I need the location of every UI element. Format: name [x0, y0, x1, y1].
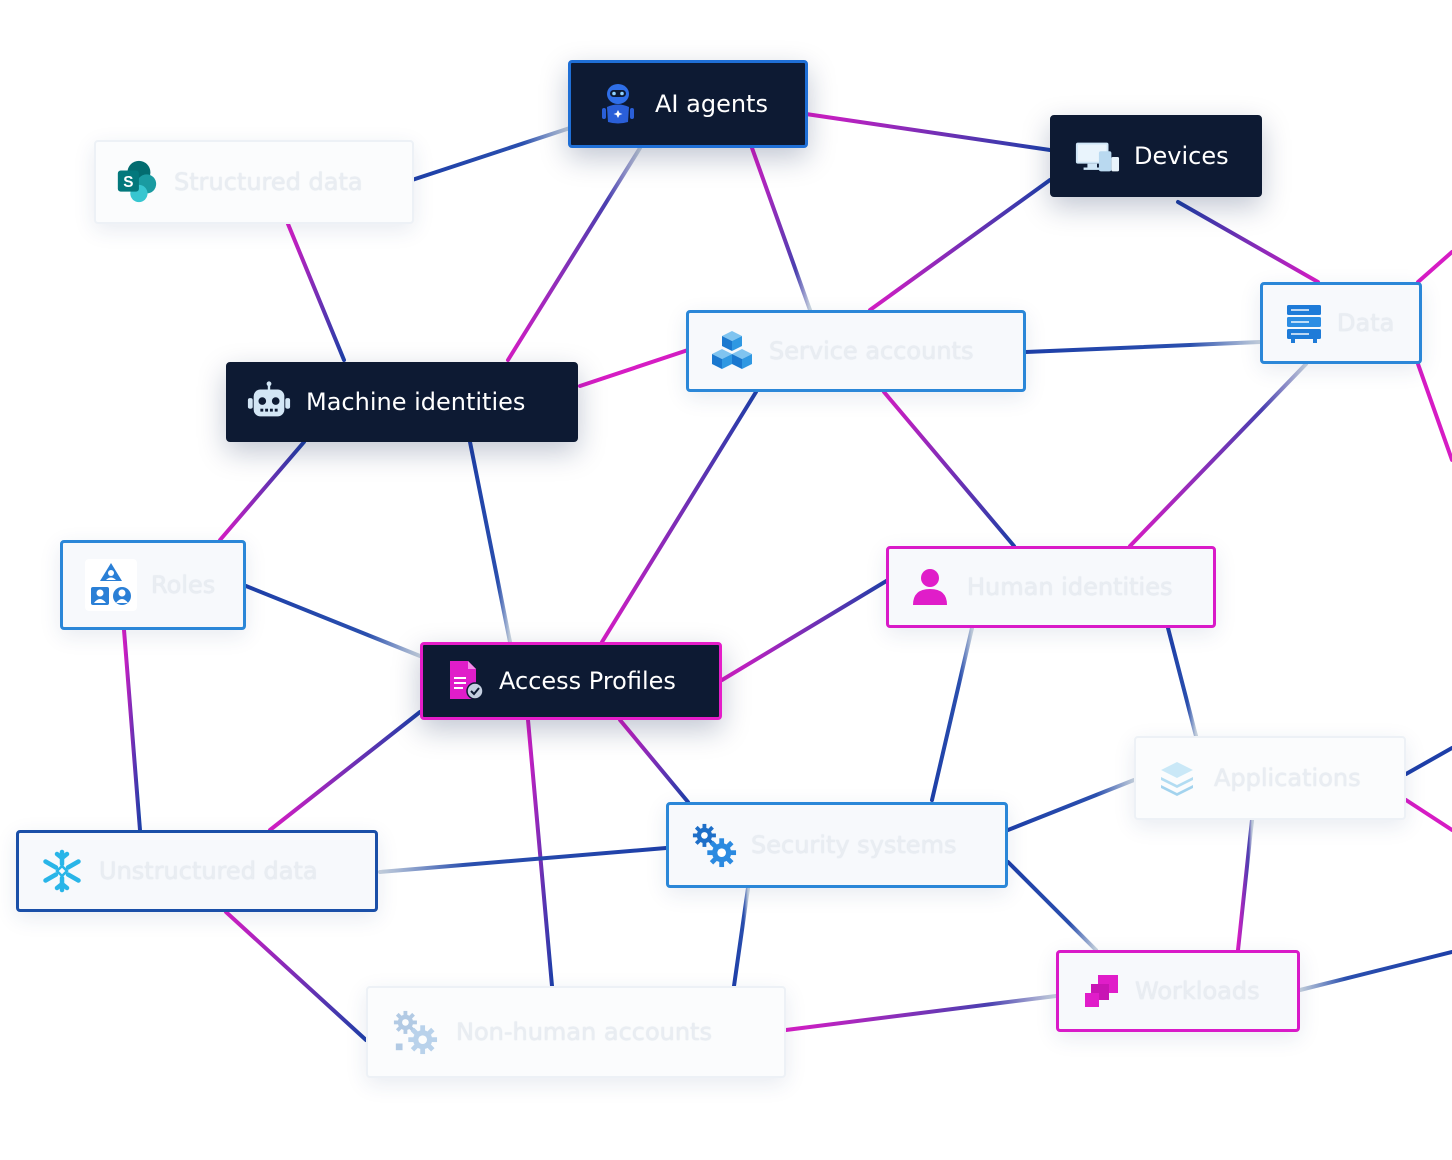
edge	[1236, 818, 1254, 952]
node-label: Non-human accounts	[456, 1018, 712, 1046]
edge	[1128, 362, 1308, 548]
node-label: Service accounts	[769, 337, 974, 365]
document-check-icon	[443, 658, 489, 704]
edge	[1298, 950, 1452, 992]
gears-faded-icon	[392, 1009, 438, 1055]
node-non-human-accounts[interactable]: Non-human accounts	[366, 986, 786, 1078]
node-service-accounts[interactable]: Service accounts	[686, 310, 1026, 392]
edge	[526, 718, 554, 988]
edge	[804, 112, 1052, 152]
edge	[1006, 860, 1098, 952]
node-label: Security systems	[751, 831, 957, 859]
node-label: Human identities	[967, 573, 1173, 601]
node-label: Unstructured data	[99, 857, 318, 885]
node-human-identities[interactable]: Human identities	[886, 546, 1216, 628]
edge	[244, 584, 422, 658]
node-label: Applications	[1214, 764, 1361, 792]
server-icon	[1281, 300, 1327, 346]
edge	[286, 222, 346, 362]
robot-head-icon	[246, 379, 292, 425]
node-structured-data[interactable]: S Structured data	[94, 140, 414, 224]
roles-icon	[85, 559, 137, 611]
edge	[468, 440, 512, 644]
edge	[1416, 362, 1452, 462]
edge	[600, 390, 758, 644]
svg-text:S: S	[123, 174, 133, 191]
edge	[618, 718, 690, 804]
cubes-icon	[709, 328, 755, 374]
edge	[720, 578, 890, 682]
edge	[882, 390, 1016, 548]
gears-icon	[691, 822, 737, 868]
node-label: Devices	[1134, 142, 1229, 170]
edge	[224, 910, 368, 1042]
workloads-icon	[1079, 968, 1125, 1014]
node-label: Data	[1337, 309, 1395, 337]
node-label: Machine identities	[306, 388, 526, 416]
node-roles[interactable]: Roles	[60, 540, 246, 630]
person-icon	[907, 564, 953, 610]
edge	[1166, 626, 1198, 738]
node-label: Workloads	[1135, 977, 1260, 1005]
edge	[506, 146, 642, 362]
edge	[1404, 746, 1452, 776]
node-ai-agents[interactable]: AI agents	[568, 60, 808, 148]
node-unstructured-data[interactable]: Unstructured data	[16, 830, 378, 912]
node-label: AI agents	[655, 90, 768, 118]
edge	[1024, 340, 1262, 354]
edge	[1176, 200, 1320, 284]
edge	[268, 710, 422, 832]
node-label: Roles	[151, 571, 216, 599]
node-access-profiles[interactable]: Access Profiles	[420, 642, 722, 720]
edge	[750, 146, 812, 312]
node-devices[interactable]: Devices	[1050, 115, 1262, 197]
robot-agent-icon	[595, 81, 641, 127]
node-security-systems[interactable]: Security systems	[666, 802, 1008, 888]
edge	[410, 126, 572, 182]
devices-icon	[1074, 133, 1120, 179]
edge	[578, 348, 690, 388]
edge	[218, 440, 306, 542]
edge	[930, 626, 974, 802]
node-machine-identities[interactable]: Machine identities	[226, 362, 578, 442]
edge	[1006, 778, 1136, 832]
edge	[378, 846, 668, 874]
edge	[122, 628, 142, 832]
edge	[784, 994, 1058, 1032]
sharepoint-icon: S	[114, 159, 160, 205]
edge	[1416, 250, 1452, 284]
node-workloads[interactable]: Workloads	[1056, 950, 1300, 1032]
edge	[732, 886, 750, 988]
node-applications[interactable]: Applications	[1134, 736, 1406, 820]
node-label: Access Profiles	[499, 667, 676, 695]
edge	[868, 178, 1052, 312]
node-label: Structured data	[174, 168, 363, 196]
node-data[interactable]: Data	[1260, 282, 1422, 364]
edge	[1404, 798, 1452, 832]
snowflake-icon	[39, 848, 85, 894]
layers-icon	[1154, 755, 1200, 801]
